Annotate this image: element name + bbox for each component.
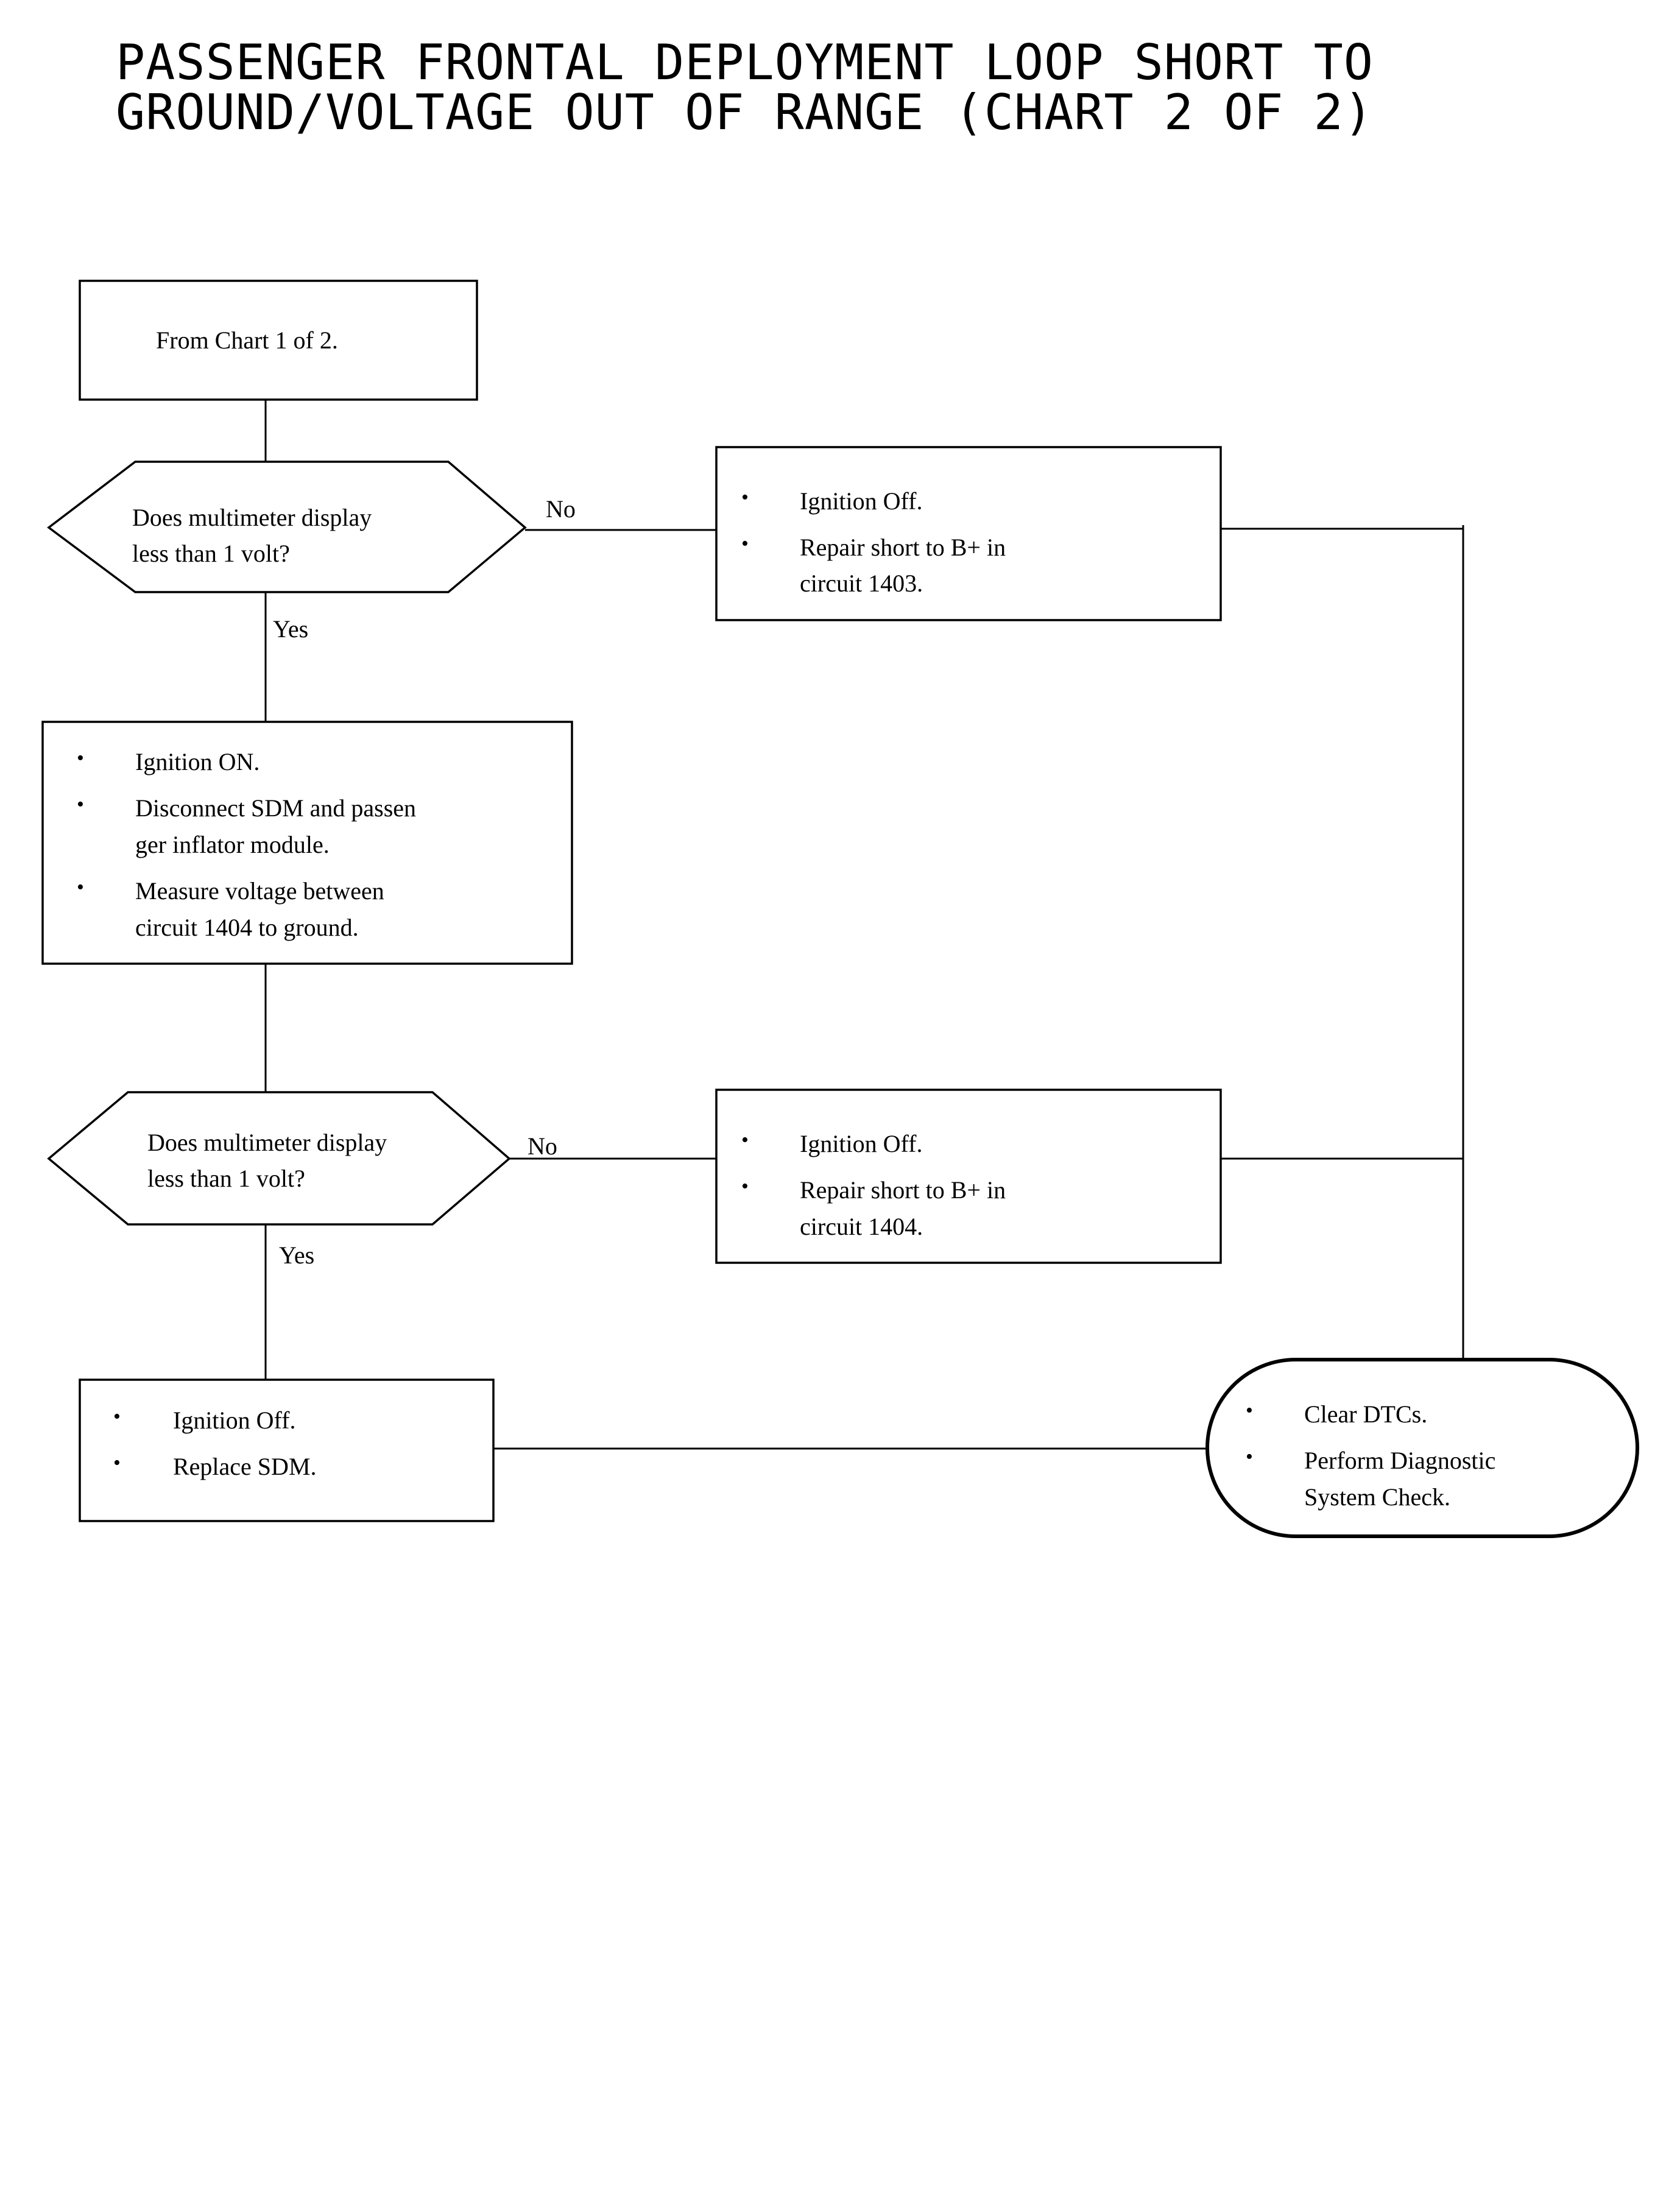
bullet-icon: • <box>77 876 84 898</box>
replace-sdm-box: • Ignition Off. • Replace SDM. <box>79 1379 495 1522</box>
action-1403-item-1: Ignition Off. <box>800 487 922 515</box>
start-box: From Chart 1 of 2. <box>79 280 478 401</box>
bullet-icon: • <box>741 1175 749 1198</box>
start-text: From Chart 1 of 2. <box>156 327 338 354</box>
decision-2-line-2: less than 1 volt? <box>147 1165 305 1192</box>
bullet-icon: • <box>113 1405 121 1428</box>
replace-item-2: Replace SDM. <box>173 1453 317 1480</box>
bullet-icon: • <box>741 486 749 509</box>
connectors <box>264 400 1464 1450</box>
decision-1: Does multimeter display less than 1 volt… <box>47 461 576 643</box>
action-box-circuit-1404: • Ignition Off. • Repair short to B+ in … <box>715 1089 1222 1264</box>
measure-box: • Ignition ON. • Disconnect SDM and pass… <box>41 721 573 965</box>
bullet-icon: • <box>741 532 749 555</box>
decision-1-yes-label: Yes <box>273 615 308 643</box>
measure-item-3-line-1: Measure voltage between <box>135 877 384 905</box>
measure-item-2-line-2: ger inflator module. <box>135 831 330 858</box>
replace-item-1: Ignition Off. <box>173 1407 295 1434</box>
decision-2-line-1: Does multimeter display <box>147 1129 387 1156</box>
decision-2: Does multimeter display less than 1 volt… <box>47 1091 557 1269</box>
action-1403-item-2-line-2: circuit 1403. <box>800 570 923 597</box>
bullet-icon: • <box>1246 1446 1253 1468</box>
decision-2-yes-label: Yes <box>279 1241 314 1269</box>
action-1404-item-2-line-2: circuit 1404. <box>800 1213 923 1240</box>
action-1404-item-1: Ignition Off. <box>800 1130 922 1157</box>
action-1404-item-2-line-1: Repair short to B+ in <box>800 1176 1006 1204</box>
bullet-icon: • <box>77 747 84 769</box>
bullet-icon: • <box>741 1129 749 1151</box>
page-title: PASSENGER FRONTAL DEPLOYMENT LOOP SHORT … <box>116 38 1374 138</box>
measure-item-2-line-1: Disconnect SDM and passen <box>135 794 416 822</box>
action-box-circuit-1403: • Ignition Off. • Repair short to B+ in … <box>715 446 1222 621</box>
decision-1-line-1: Does multimeter display <box>132 504 372 531</box>
decision-2-no-label: No <box>528 1132 557 1160</box>
title-line-1: PASSENGER FRONTAL DEPLOYMENT LOOP SHORT … <box>116 34 1374 91</box>
decision-1-line-2: less than 1 volt? <box>132 540 290 567</box>
title-line-2: GROUND/VOLTAGE OUT OF RANGE (CHART 2 OF … <box>116 84 1374 141</box>
bullet-icon: • <box>113 1452 121 1474</box>
action-1403-item-2-line-1: Repair short to B+ in <box>800 534 1006 561</box>
bullet-icon: • <box>77 793 84 816</box>
end-item-1: Clear DTCs. <box>1304 1400 1427 1428</box>
end-item-2-line-1: Perform Diagnostic <box>1304 1447 1495 1474</box>
decision-1-no-label: No <box>546 495 576 523</box>
end-item-2-line-2: System Check. <box>1304 1483 1450 1511</box>
end-terminal: • Clear DTCs. • Perform Diagnostic Syste… <box>1205 1358 1639 1538</box>
bullet-icon: • <box>1246 1399 1253 1422</box>
measure-item-3-line-2: circuit 1404 to ground. <box>135 914 359 941</box>
measure-item-1: Ignition ON. <box>135 748 259 775</box>
